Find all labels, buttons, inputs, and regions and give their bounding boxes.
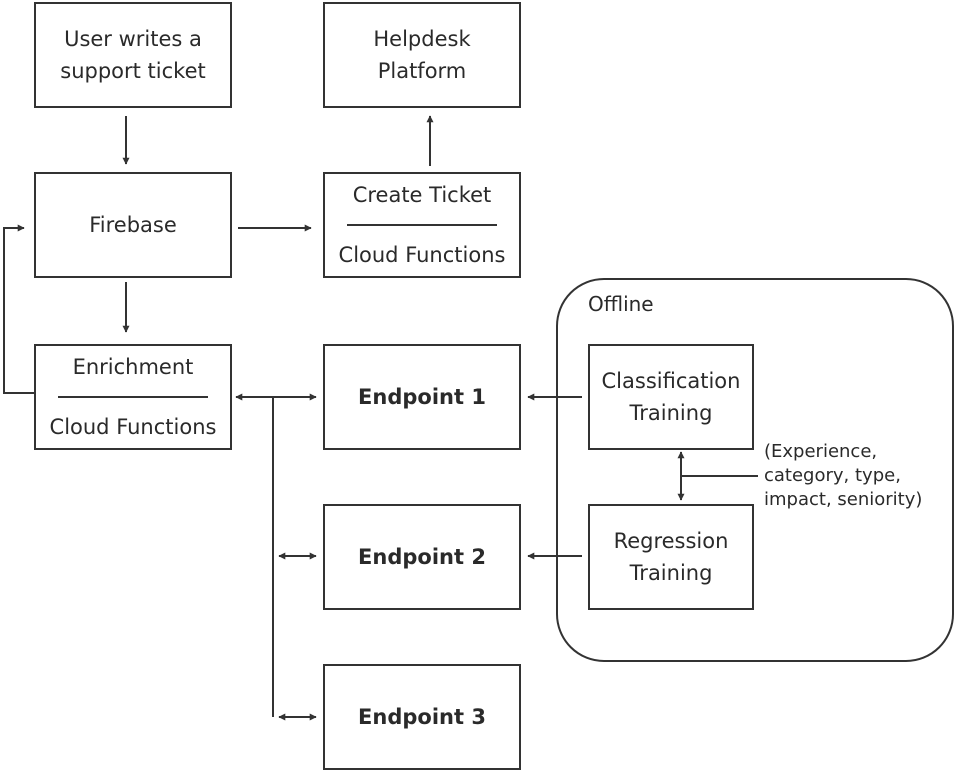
enrichment-top-label: Enrichment	[72, 355, 194, 379]
user-ticket-label: User writes a support ticket	[60, 27, 206, 83]
enrichment-node: Enrichment Cloud Functions	[34, 344, 232, 450]
firebase-label: Firebase	[89, 213, 177, 237]
classification-training-label: Classification Training	[601, 369, 741, 425]
enrichment-bottom-label: Cloud Functions	[49, 415, 217, 439]
endpoint-3-node: Endpoint 3	[323, 664, 521, 770]
offline-group-label: Offline	[588, 292, 654, 316]
create-ticket-top-label: Create Ticket	[352, 183, 492, 207]
endpoint-3-label: Endpoint 3	[358, 705, 486, 729]
endpoint-2-node: Endpoint 2	[323, 504, 521, 610]
model-features-annotation: (Experience, category, type, impact, sen…	[764, 441, 923, 510]
regression-training-label: Regression Training	[613, 529, 729, 585]
endpoint-1-node: Endpoint 1	[323, 344, 521, 450]
create-ticket-node: Create Ticket Cloud Functions	[323, 172, 521, 278]
regression-training-node: Regression Training	[588, 504, 754, 610]
helpdesk-platform-label: Helpdesk Platform	[373, 27, 471, 83]
endpoint-2-label: Endpoint 2	[358, 545, 486, 569]
classification-training-node: Classification Training	[588, 344, 754, 450]
edge-enrichment-to-firebase	[3, 224, 34, 394]
offline-group	[556, 278, 954, 662]
endpoint-1-label: Endpoint 1	[358, 385, 486, 409]
firebase-node: Firebase	[34, 172, 232, 278]
user-ticket-node: User writes a support ticket	[34, 2, 232, 108]
helpdesk-platform-node: Helpdesk Platform	[323, 2, 521, 108]
create-ticket-bottom-label: Cloud Functions	[338, 243, 506, 267]
create-ticket-divider	[347, 224, 497, 226]
enrichment-divider	[58, 396, 208, 398]
